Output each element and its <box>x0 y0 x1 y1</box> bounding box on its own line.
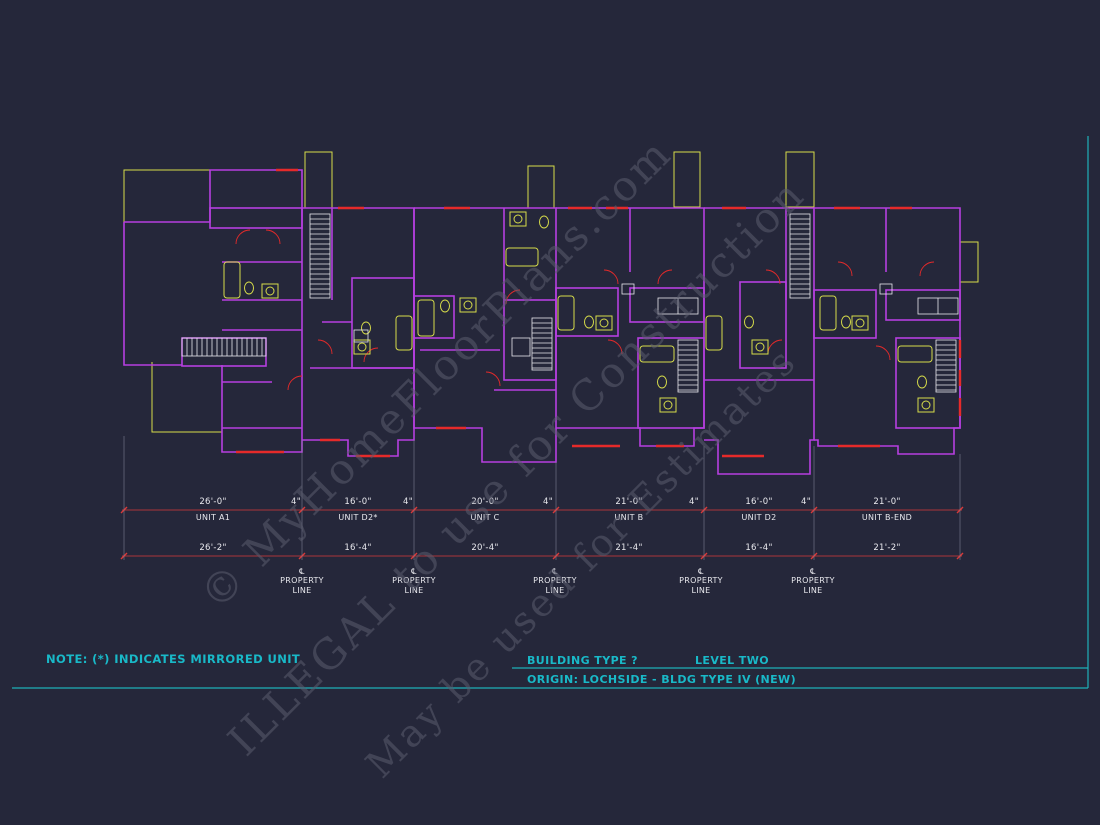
dimension-labels: 26'-0" 4" UNIT A1 26'-2" 16'-0" 4" UNIT … <box>196 497 912 553</box>
line-label: LINE <box>803 586 822 595</box>
unit-a1-dim-bottom: 26'-2" <box>199 543 226 553</box>
property-label: PROPERTY <box>392 576 436 585</box>
unit-b-end-label: UNIT B-END <box>862 513 912 522</box>
level-label: LEVEL TWO <box>695 654 769 667</box>
line-label: LINE <box>691 586 710 595</box>
stairs <box>181 213 957 393</box>
unit-b-dim-bottom: 21'-4" <box>615 543 642 553</box>
building-type: BUILDING TYPE ? <box>527 654 638 667</box>
stair-run <box>309 213 331 299</box>
unit-b-end-dim-top: 21'-0" <box>873 497 900 507</box>
centerline-symbol: ℄ <box>552 567 558 576</box>
windows <box>236 168 962 458</box>
property-label: PROPERTY <box>791 576 835 585</box>
unit-a1-dim-top: 26'-0" <box>199 497 226 507</box>
unit-a1-wall-dim: 4" <box>291 497 301 507</box>
stair-run <box>531 317 553 371</box>
property-line-labels: ℄ PROPERTY LINE ℄ PROPERTY LINE ℄ PROPER… <box>280 567 835 595</box>
stair-run <box>181 337 267 357</box>
unit-d2m-label: UNIT D2* <box>338 513 377 522</box>
property-line-3: ℄ PROPERTY LINE <box>533 567 577 595</box>
unit-b-label: UNIT B <box>615 513 644 522</box>
drawing-border <box>12 136 1089 689</box>
unit-a1-label: UNIT A1 <box>196 513 230 522</box>
centerline-symbol: ℄ <box>810 567 816 576</box>
unit-d2-dim-top: 16'-0" <box>745 497 772 507</box>
extension-lines <box>123 436 961 560</box>
notes-and-title-block: NOTE: (*) INDICATES MIRRORED UNIT BUILDI… <box>46 652 796 686</box>
fixtures <box>223 211 935 413</box>
property-line-4: ℄ PROPERTY LINE <box>679 567 723 595</box>
unit-b-end-dim-bottom: 21'-2" <box>873 543 900 553</box>
property-line-2: ℄ PROPERTY LINE <box>392 567 436 595</box>
mirrored-unit-note: NOTE: (*) INDICATES MIRRORED UNIT <box>46 652 300 666</box>
centerline-symbol: ℄ <box>411 567 417 576</box>
unit-c-dim-top: 20'-0" <box>471 497 498 507</box>
centerline-symbol: ℄ <box>698 567 704 576</box>
cabinets <box>353 283 959 357</box>
unit-b-wall-dim: 4" <box>689 497 699 507</box>
unit-d2-wall-dim: 4" <box>801 497 811 507</box>
unit-d2-label: UNIT D2 <box>742 513 777 522</box>
origin-label: ORIGIN: LOCHSIDE - BLDG TYPE IV (NEW) <box>527 673 796 686</box>
walls <box>123 169 961 475</box>
unit-b-dim-top: 21'-0" <box>615 497 642 507</box>
line-label: LINE <box>292 586 311 595</box>
unit-c-dim-bottom: 20'-4" <box>471 543 498 553</box>
unit-d2m-dim-top: 16'-0" <box>344 497 371 507</box>
unit-c-label: UNIT C <box>470 513 499 522</box>
property-label: PROPERTY <box>533 576 577 585</box>
unit-d2m-dim-bottom: 16'-4" <box>344 543 371 553</box>
line-label: LINE <box>545 586 564 595</box>
property-label: PROPERTY <box>280 576 324 585</box>
unit-d2-dim-bottom: 16'-4" <box>745 543 772 553</box>
stair-run <box>677 339 699 393</box>
property-line-5: ℄ PROPERTY LINE <box>791 567 835 595</box>
unit-c-wall-dim: 4" <box>543 497 553 507</box>
property-line-1: ℄ PROPERTY LINE <box>280 567 324 595</box>
property-label: PROPERTY <box>679 576 723 585</box>
stair-run <box>935 339 957 393</box>
unit-d2m-wall-dim: 4" <box>403 497 413 507</box>
line-label: LINE <box>404 586 423 595</box>
centerline-symbol: ℄ <box>299 567 305 576</box>
stair-run <box>789 213 811 299</box>
